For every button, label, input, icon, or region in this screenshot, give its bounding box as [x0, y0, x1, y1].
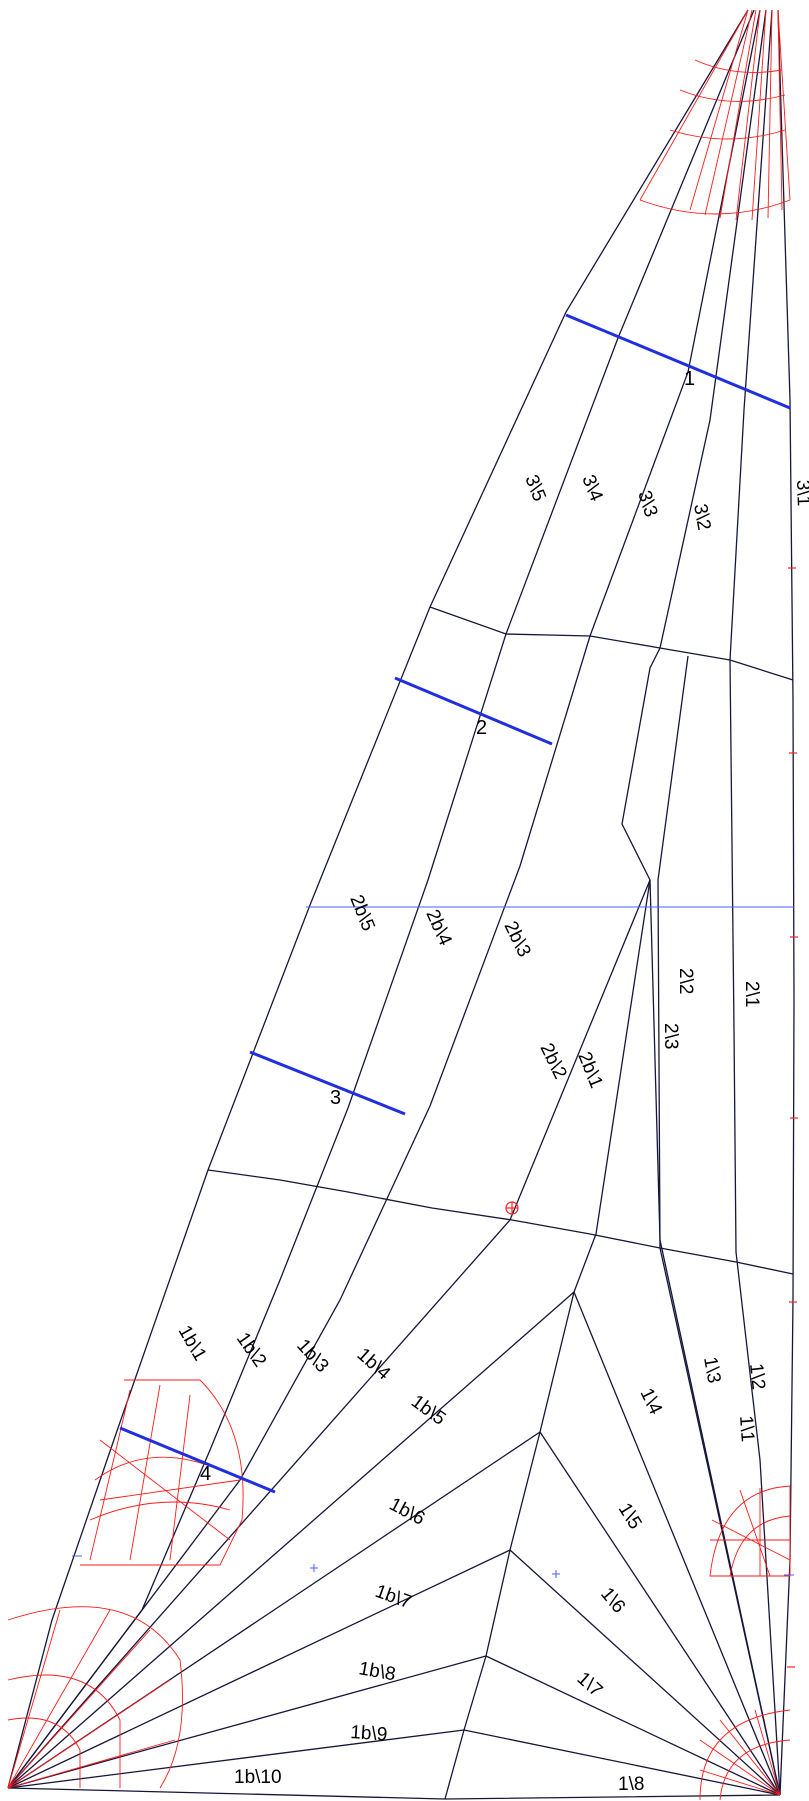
- tack-seams: [7, 1219, 575, 1789]
- luff-edge: [777, 9, 795, 1796]
- leech-edge: [7, 9, 749, 1789]
- target-marker: [505, 1201, 519, 1215]
- panel-label-1b-1: 1b\1: [174, 1322, 211, 1365]
- reference-lines: [119, 313, 791, 1494]
- panel-label-1-8: 1\8: [618, 1774, 644, 1795]
- panel-label-1b-2: 1b\2: [232, 1329, 270, 1371]
- panel-label-2-2: 2\2: [675, 968, 696, 994]
- sail-outline: [7, 9, 795, 1800]
- panel-labels: 3\5 3\4 3\3 3\2 3\1 2b\5 2b\4 2b\3 2b\2 …: [174, 472, 809, 1795]
- reference-number-4: 4: [200, 1463, 211, 1485]
- panel-label-2b-4: 2b\4: [421, 906, 455, 949]
- panel-label-2-3: 2\3: [660, 1023, 681, 1049]
- thin-reference-lines: [72, 906, 794, 1578]
- panel-label-1-7: 1\7: [573, 1668, 607, 1701]
- panel-label-3-4: 3\4: [577, 472, 607, 505]
- panel-label-3-2: 3\2: [689, 502, 714, 532]
- panel-label-3-1: 3\1: [792, 479, 809, 506]
- panel-label-1b-3: 1b\3: [292, 1335, 332, 1377]
- reference-number-3: 3: [330, 1087, 341, 1109]
- panel-label-3-3: 3\3: [633, 488, 661, 520]
- panel-label-2-1: 2\1: [741, 981, 762, 1007]
- foot-edge: [7, 1787, 781, 1800]
- panel-label-1-4: 1\4: [636, 1385, 667, 1418]
- luff-reinforcement: [709, 1485, 791, 1577]
- panel-label-1b-10: 1b\10: [234, 1767, 282, 1788]
- panel-label-1-3: 1\3: [699, 1355, 724, 1385]
- panel-label-1b-9: 1b\9: [350, 1722, 388, 1746]
- panel-label-1b-7: 1b\7: [372, 1581, 414, 1613]
- panel-label-1b-4: 1b\4: [353, 1344, 395, 1385]
- panel-label-1b-6: 1b\6: [386, 1494, 429, 1530]
- horizontal-seams: [207, 606, 794, 1275]
- head-seams: [7, 9, 781, 1796]
- reference-numbers: 1 2 3 4: [200, 368, 695, 1485]
- panel-label-1-1: 1\1: [735, 1415, 758, 1443]
- panel-label-1-5: 1\5: [614, 1500, 646, 1534]
- reference-line-3: [249, 1050, 406, 1116]
- head-reinforcement: [639, 9, 791, 221]
- clew-seams: [444, 1247, 781, 1800]
- reference-number-1: 1: [684, 368, 695, 390]
- panel-label-3-5: 3\5: [520, 472, 549, 504]
- panel-label-1b-8: 1b\8: [357, 1658, 397, 1685]
- panel-label-2b-5: 2b\5: [345, 892, 378, 934]
- reference-number-2: 2: [476, 717, 487, 739]
- clew-reinforcement: [699, 1709, 791, 1801]
- reference-line-2: [394, 676, 553, 746]
- reference-line-1: [565, 313, 791, 410]
- mid-seams: [509, 655, 689, 1293]
- leech-reinforcement: [80, 1379, 244, 1566]
- reference-line-4: [119, 1426, 276, 1494]
- panel-label-2b-3: 2b\3: [500, 918, 535, 960]
- luff-ticks: [787, 567, 798, 1668]
- panel-label-2b-2: 2b\2: [536, 1040, 571, 1082]
- panel-label-1b-5: 1b\5: [407, 1391, 449, 1430]
- panel-label-2b-1: 2b\1: [573, 1049, 606, 1091]
- panel-label-1-6: 1\6: [596, 1584, 629, 1618]
- panel-label-1-2: 1\2: [745, 1362, 769, 1390]
- tack-reinforcement: [7, 1606, 183, 1789]
